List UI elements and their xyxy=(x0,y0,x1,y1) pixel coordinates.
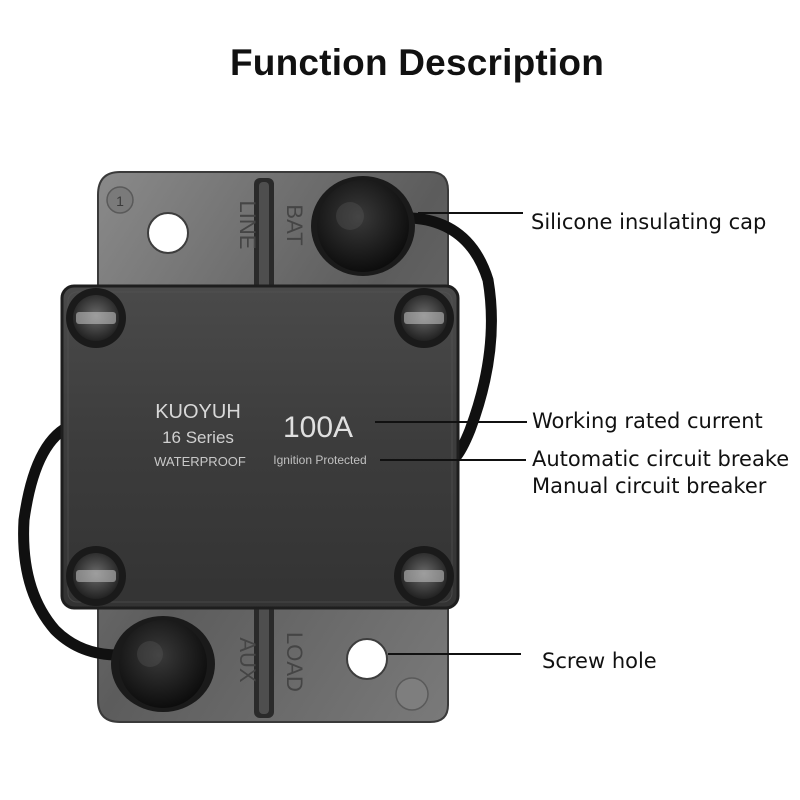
callout-manual-breaker: Manual circuit breaker xyxy=(532,474,767,498)
cover-screw-bottom-right xyxy=(394,546,454,606)
leader-line-cap xyxy=(418,212,523,214)
terminal-label-aux: AUX xyxy=(235,637,260,683)
cap-tether-left xyxy=(18,419,124,661)
silicone-cap-top xyxy=(317,180,409,272)
callout-silicone-cap: Silicone insulating cap xyxy=(531,210,767,234)
cap-tether-right xyxy=(406,212,497,464)
leader-line-screw-hole xyxy=(388,653,521,655)
callout-auto-breaker: Automatic circuit breake xyxy=(532,447,790,471)
bottom-right-bump xyxy=(395,677,429,711)
callout-screw-hole: Screw hole xyxy=(542,649,657,673)
terminal-label-bat: BAT xyxy=(282,204,307,245)
rating-text: 100A xyxy=(283,411,353,444)
silicone-cap-bottom xyxy=(119,620,207,708)
screw-hole-bottom xyxy=(346,638,388,680)
corner-mark xyxy=(106,186,134,214)
corner-mark-text: 1 xyxy=(116,193,124,209)
screw-hole-top xyxy=(147,212,189,254)
terminal-label-line: LINE xyxy=(235,201,260,250)
page-title: Function Description xyxy=(230,42,604,83)
leader-line-current xyxy=(375,421,527,423)
brand-text: KUOYUH xyxy=(155,401,241,423)
cover-screw-bottom-left xyxy=(66,546,126,606)
cover-screw-top-right xyxy=(394,288,454,348)
callout-rated-current: Working rated current xyxy=(532,409,763,433)
terminal-label-load: LOAD xyxy=(282,632,307,692)
series-text: 16 Series xyxy=(162,428,234,447)
cover-screw-top-left xyxy=(66,288,126,348)
waterproof-text: WATERPROOF xyxy=(154,454,246,469)
leader-line-breaker xyxy=(380,459,526,461)
ignition-text: Ignition Protected xyxy=(273,453,366,467)
breaker-cover xyxy=(60,284,460,610)
